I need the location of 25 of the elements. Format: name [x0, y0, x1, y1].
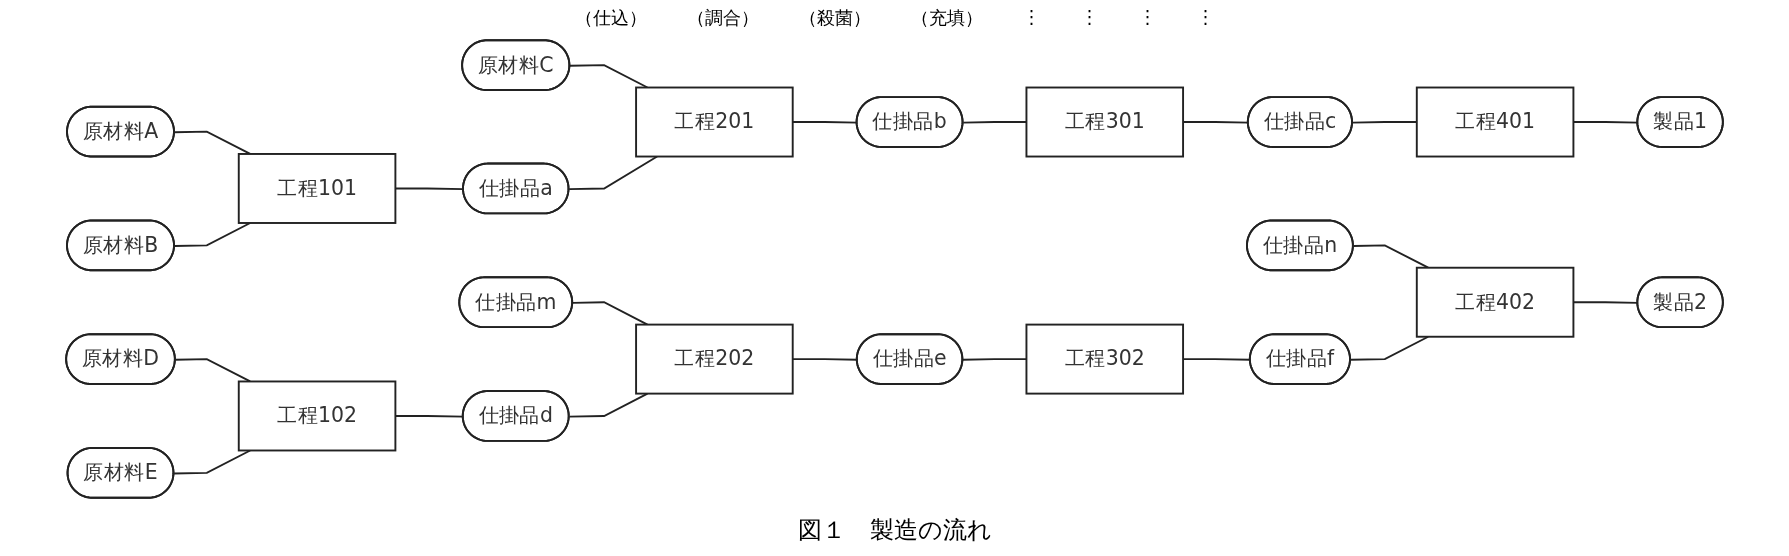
- node-box: 工程201: [635, 86, 794, 158]
- node-box: 工程101: [237, 153, 397, 224]
- connector: [173, 130, 252, 155]
- label-text: ⋮: [1022, 6, 1041, 29]
- connector: [1352, 244, 1430, 269]
- connector: [568, 155, 659, 191]
- caption: 図１ 製造の流れ: [797, 515, 992, 546]
- node-box: 工程402: [1415, 266, 1575, 338]
- connector: [173, 222, 252, 247]
- label-text: （殺菌）: [798, 6, 871, 30]
- label-text: ⋮: [1138, 6, 1157, 29]
- connector: [173, 449, 252, 475]
- connector: [174, 358, 252, 383]
- node-box: 工程102: [237, 380, 397, 452]
- connector: [569, 64, 649, 89]
- label-text: （充填）: [910, 6, 983, 30]
- label-text: （仕込）: [574, 6, 647, 30]
- connector: [568, 392, 649, 418]
- node-box: 工程401: [1415, 86, 1575, 158]
- label-text: （調合）: [686, 6, 759, 30]
- node-box: 工程302: [1025, 323, 1185, 395]
- node-box: 工程301: [1025, 86, 1185, 158]
- node-box: 工程202: [635, 323, 794, 395]
- label-text: ⋮: [1080, 6, 1099, 29]
- label-text: ⋮: [1196, 6, 1215, 29]
